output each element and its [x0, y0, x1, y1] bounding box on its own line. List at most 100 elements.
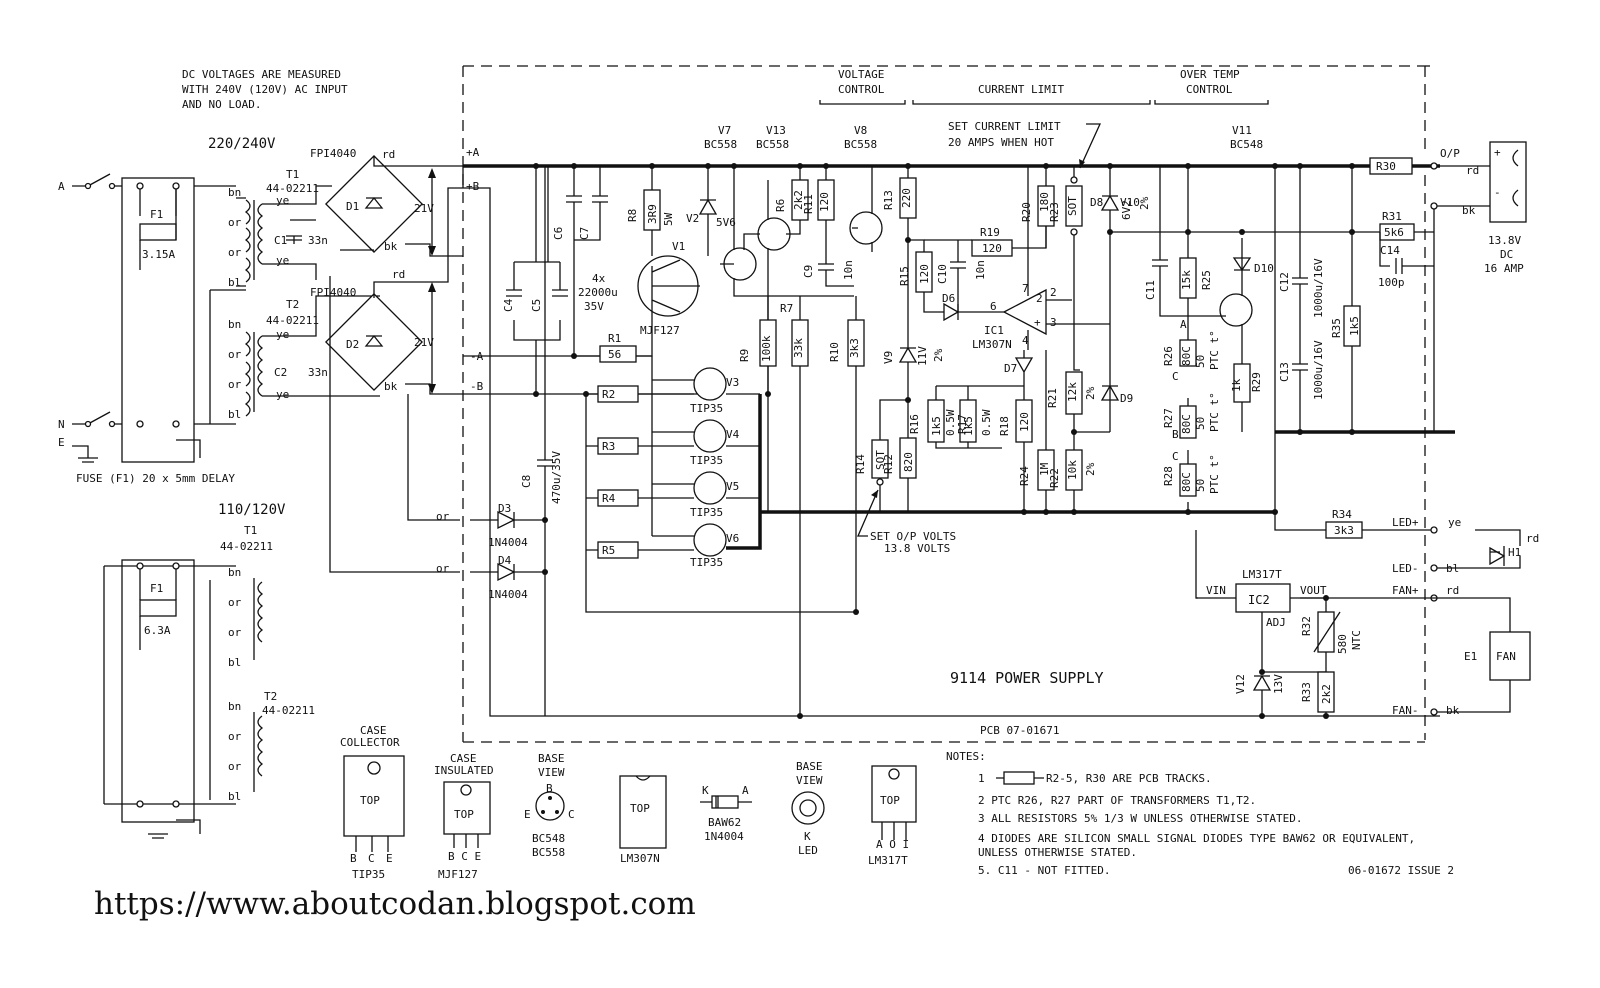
svg-text:R26: R26: [1162, 346, 1175, 366]
svg-text:LM317T: LM317T: [868, 854, 908, 867]
svg-text:LED-: LED-: [1392, 562, 1419, 575]
svg-text:bk: bk: [1446, 704, 1460, 717]
svg-text:bn: bn: [228, 700, 241, 713]
svg-text:20 AMPS WHEN HOT: 20 AMPS WHEN HOT: [948, 136, 1054, 149]
svg-text:TOP: TOP: [630, 802, 650, 815]
svg-text:180: 180: [1038, 192, 1051, 212]
svg-text:470u/35V: 470u/35V: [550, 451, 563, 504]
svg-text:V12: V12: [1234, 674, 1247, 694]
svg-text:E: E: [386, 852, 393, 865]
dc-voltage-note: DC VOLTAGES ARE MEASURED WITH 240V (120V…: [182, 68, 348, 111]
package-bc548: BASE VIEW B E C BC548 BC558: [524, 752, 575, 859]
bias-resistors: R9 100k 33k R7 R10 3k3: [738, 296, 865, 716]
svg-text:or: or: [228, 730, 242, 743]
svg-text:B: B: [350, 852, 357, 865]
diodes-d3-d4: or or D3 1N4004 D4 1N4004: [329, 276, 545, 601]
current-limit-divider: R21 12k 2% D9 R24 1M R22 10k 2%: [1018, 350, 1133, 512]
svg-text:or: or: [228, 348, 242, 361]
svg-text:12k: 12k: [1066, 382, 1079, 402]
svg-text:C4: C4: [502, 298, 515, 312]
svg-text:B C E: B C E: [448, 850, 481, 863]
package-tip35: CASE COLLECTOR TOP B C E TIP35: [340, 724, 405, 881]
svg-text:BC558: BC558: [844, 138, 877, 151]
svg-text:R19: R19: [980, 226, 1000, 239]
svg-text:R33: R33: [1300, 682, 1313, 702]
svg-text:10n: 10n: [842, 260, 855, 280]
svg-text:rd: rd: [1446, 584, 1459, 597]
svg-text:220/240V: 220/240V: [208, 136, 276, 152]
svg-text:MJF127: MJF127: [640, 324, 680, 337]
svg-text:C2: C2: [274, 366, 287, 379]
svg-text:D6: D6: [942, 292, 955, 305]
svg-text:LM307N: LM307N: [972, 338, 1012, 351]
svg-text:R4: R4: [602, 492, 616, 505]
svg-text:21V: 21V: [414, 336, 434, 349]
svg-text:C: C: [568, 808, 575, 821]
svg-text:3 ALL RESISTORS 5% 1/3 W UNLE: 3 ALL RESISTORS 5% 1/3 W UNLESS OTHERWIS…: [978, 812, 1303, 825]
svg-text:1k5: 1k5: [930, 416, 943, 436]
svg-text:120: 120: [1018, 412, 1031, 432]
svg-text:+B: +B: [466, 180, 480, 193]
svg-text:FUSE (F1) 20 x 5mm DELAY: FUSE (F1) 20 x 5mm DELAY: [76, 472, 235, 485]
svg-text:C: C: [1172, 450, 1179, 463]
svg-text:R2-5, R30 ARE PCB TRACKS.: R2-5, R30 ARE PCB TRACKS.: [1046, 772, 1212, 785]
svg-text:R31: R31: [1382, 210, 1402, 223]
svg-text:B: B: [1172, 428, 1179, 441]
svg-text:FAN-: FAN-: [1392, 704, 1419, 717]
svg-text:R28: R28: [1162, 466, 1175, 486]
svg-text:1: 1: [978, 772, 985, 785]
current-sense: R13 220 R15 120 D6 C10 10n R19 120: [882, 166, 1047, 322]
svg-text:D9: D9: [1120, 392, 1133, 405]
svg-text:PTC t°: PTC t°: [1208, 392, 1221, 432]
transformer-t1: T1 44-02211 bn or or bl ye ye C1 33n: [209, 168, 332, 424]
svg-text:C: C: [368, 852, 375, 865]
svg-text:V9: V9: [882, 351, 895, 364]
svg-text:120: 120: [918, 264, 931, 284]
section-headings: VOLTAGE CONTROL CURRENT LIMIT OVER TEMP …: [819, 68, 1269, 169]
svg-text:R16: R16: [908, 414, 921, 434]
svg-text:R3: R3: [602, 440, 615, 453]
svg-text:R34: R34: [1332, 508, 1352, 521]
svg-text:15k: 15k: [1180, 270, 1193, 290]
svg-text:TIP35: TIP35: [690, 402, 723, 415]
svg-text:or: or: [228, 626, 242, 639]
svg-text:R1: R1: [608, 332, 621, 345]
svg-text:A: A: [742, 784, 749, 797]
svg-text:R7: R7: [780, 302, 793, 315]
svg-text:R12: R12: [882, 454, 895, 474]
svg-text:44-02211: 44-02211: [262, 704, 315, 717]
svg-text:100p: 100p: [1378, 276, 1405, 289]
svg-text:R9: R9: [738, 349, 751, 362]
pass-transistors: R1 56 R2 R3 R4 R5 V3 V4 V5 V6 TIP35 TIP3…: [574, 306, 854, 613]
input-240v-section: 220/240V A N E F1 3.15A FUSE (F1) 20 x 5…: [58, 136, 276, 485]
svg-text:33n: 33n: [308, 366, 328, 379]
svg-text:R14: R14: [854, 454, 867, 474]
svg-text:COLLECTOR: COLLECTOR: [340, 736, 400, 749]
svg-text:D10: D10: [1254, 262, 1274, 275]
output-filter: C12 1000u/16V C13 1000u/16V R35 1k5: [1278, 166, 1361, 432]
package-lm307n: TOP LM307N: [619, 775, 667, 865]
svg-text:16 AMP: 16 AMP: [1484, 262, 1524, 275]
svg-text:R11: R11: [802, 194, 815, 214]
svg-text:TIP35: TIP35: [352, 868, 385, 881]
svg-text:100k: 100k: [760, 335, 773, 362]
svg-text:V4: V4: [726, 428, 740, 441]
svg-text:820: 820: [902, 452, 915, 472]
svg-text:C7: C7: [578, 227, 591, 240]
svg-text:SOT: SOT: [874, 450, 887, 470]
svg-text:1000u/16V: 1000u/16V: [1312, 340, 1325, 400]
svg-text:WITH 240V (120V) AC INPUT: WITH 240V (120V) AC INPUT: [182, 83, 348, 96]
svg-text:6.3A: 6.3A: [144, 624, 171, 637]
svg-text:5V6: 5V6: [716, 216, 736, 229]
svg-text:120: 120: [982, 242, 1002, 255]
svg-text:D2: D2: [346, 338, 359, 351]
svg-text:2k2: 2k2: [1320, 684, 1333, 704]
svg-text:bn: bn: [228, 318, 241, 331]
svg-text:V6: V6: [726, 532, 739, 545]
svg-text:BC548: BC548: [532, 832, 565, 845]
svg-text:ye: ye: [276, 328, 289, 341]
svg-text:V8: V8: [854, 124, 867, 137]
svg-text:1k5: 1k5: [962, 416, 975, 436]
svg-text:OVER TEMP: OVER TEMP: [1180, 68, 1240, 81]
